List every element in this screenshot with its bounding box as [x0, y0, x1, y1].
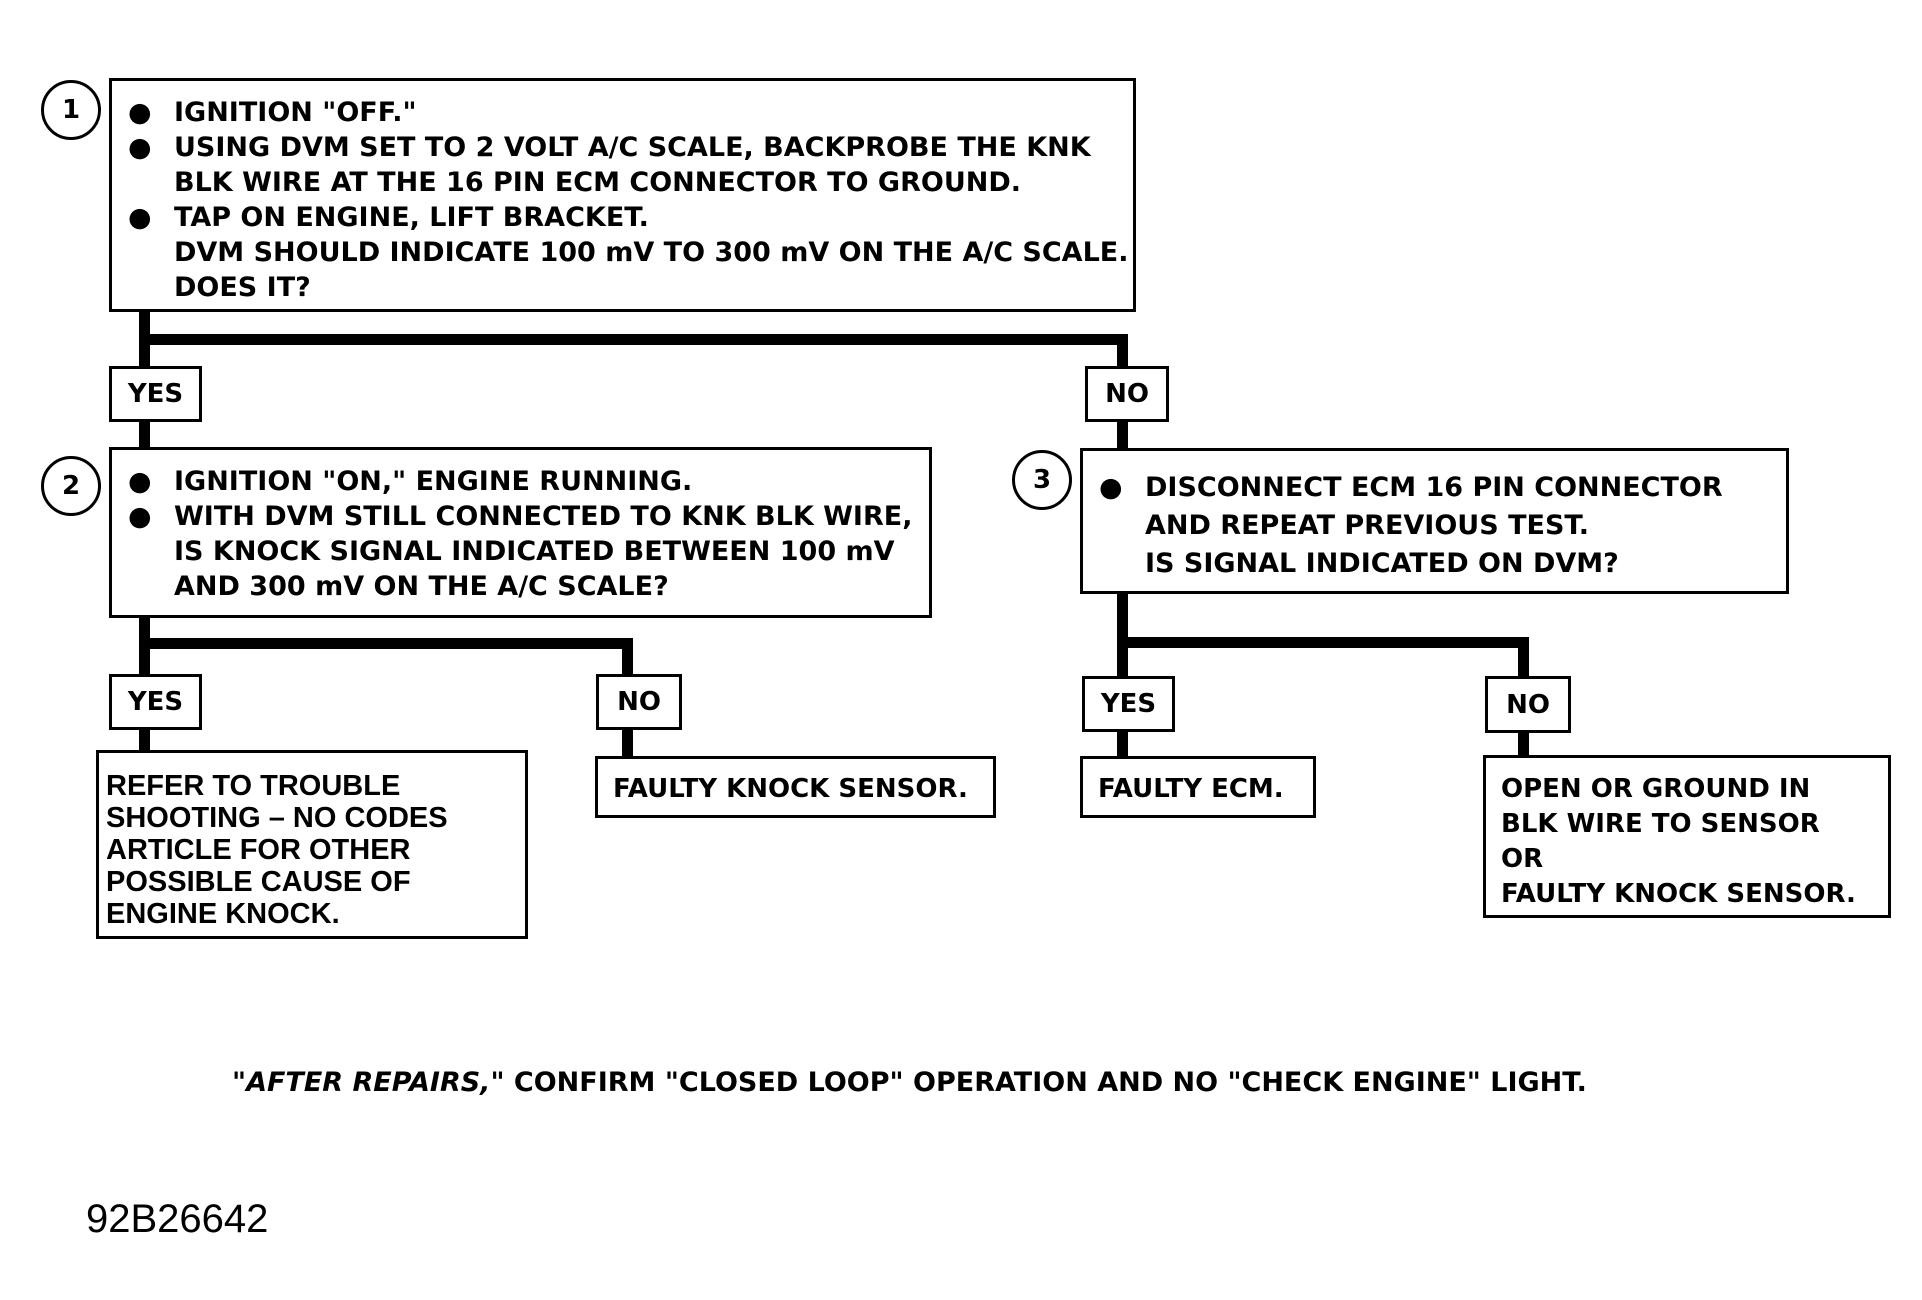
step-2-box: ●IGNITION "ON," ENGINE RUNNING. ●WITH DV…: [109, 447, 932, 618]
after-repairs-label: "AFTER REPAIRS,": [232, 1067, 505, 1098]
step-number-3: 3: [1012, 450, 1072, 510]
step-1-bullet-item: ●USING DVM SET TO 2 VOLT A/C SCALE, BACK…: [128, 132, 1091, 198]
no-label: NO: [1085, 366, 1169, 422]
connector-yes2-to-outcome: [139, 728, 150, 753]
connector-step3-horizontal: [1117, 637, 1529, 648]
step-1-bullet-list: ●IGNITION "OFF." ●USING DVM SET TO 2 VOL…: [112, 95, 1133, 235]
outcome-open-or-ground: OPEN OR GROUND IN BLK WIRE TO SENSOR OR …: [1483, 755, 1891, 918]
yes-label: YES: [109, 674, 202, 730]
step-number-label: 1: [61, 95, 81, 125]
step-3-box: ●DISCONNECT ECM 16 PIN CONNECTOR AND REP…: [1080, 448, 1789, 594]
after-repairs-note: "AFTER REPAIRS," CONFIRM "CLOSED LOOP" O…: [232, 1067, 1587, 1098]
figure-id: 92B26642: [86, 1197, 269, 1241]
outcome-faulty-sensor-line: FAULTY KNOCK SENSOR.: [1501, 879, 1856, 909]
outcome-faulty-ecm: FAULTY ECM.: [1080, 756, 1316, 818]
connector-yes3-to-outcome: [1117, 730, 1128, 758]
step-number-label: 2: [61, 471, 81, 501]
step-2-bullet-item: ●IGNITION "ON," ENGINE RUNNING.: [128, 466, 693, 497]
bullet-icon: ●: [128, 202, 152, 233]
step-3-question: IS SIGNAL INDICATED ON DVM?: [1145, 548, 1619, 579]
no-label: NO: [1485, 676, 1571, 733]
outcome-or-label: OR: [1501, 844, 1544, 874]
step-1-bullet-item: ●TAP ON ENGINE, LIFT BRACKET.: [128, 202, 649, 233]
bullet-icon: ●: [128, 132, 152, 163]
yes-label: YES: [109, 366, 202, 422]
bullet-icon: ●: [128, 466, 152, 497]
step-number-label: 3: [1032, 465, 1052, 495]
bullet-icon: ●: [1099, 472, 1123, 503]
after-repairs-text: CONFIRM "CLOSED LOOP" OPERATION AND NO "…: [504, 1067, 1587, 1098]
step-1-bullet-item: ●IGNITION "OFF.": [128, 97, 417, 128]
yes-label: YES: [1082, 676, 1175, 732]
connector-no1-to-step3: [1117, 420, 1128, 452]
step-1-box: ●IGNITION "OFF." ●USING DVM SET TO 2 VOL…: [109, 78, 1136, 312]
bullet-icon: ●: [128, 97, 152, 128]
connector-step2-horizontal: [139, 638, 633, 649]
outcome-faulty-knock-sensor: FAULTY KNOCK SENSOR.: [595, 756, 996, 818]
connector-step1-no-down: [1117, 334, 1128, 368]
connector-step2-no-down: [622, 638, 633, 676]
step-1-question: DVM SHOULD INDICATE 100 mV TO 300 mV ON …: [174, 237, 1129, 303]
connector-step1-horizontal: [139, 334, 1127, 345]
step-number-1: 1: [41, 80, 101, 140]
step-number-2: 2: [41, 456, 101, 516]
connector-no2-to-outcome: [622, 728, 633, 758]
bullet-icon: ●: [128, 501, 152, 532]
outcome-refer-troubleshooting: REFER TO TROUBLE SHOOTING – NO CODES ART…: [96, 750, 528, 939]
step-2-bullet-list: ●IGNITION "ON," ENGINE RUNNING. ●WITH DV…: [112, 464, 929, 604]
connector-no3-to-outcome: [1518, 731, 1529, 758]
step-2-bullet-item: ●WITH DVM STILL CONNECTED TO KNK BLK WIR…: [128, 501, 913, 602]
outcome-open-or-ground-line1: OPEN OR GROUND IN BLK WIRE TO SENSOR: [1501, 774, 1820, 839]
step-3-bullet-item: ●DISCONNECT ECM 16 PIN CONNECTOR AND REP…: [1083, 469, 1786, 545]
connector-step3-down: [1117, 592, 1128, 678]
connector-yes1-to-step2: [139, 420, 150, 450]
connector-step3-no-down: [1518, 637, 1529, 679]
step-3-bullet-list: ●DISCONNECT ECM 16 PIN CONNECTOR AND REP…: [1083, 469, 1786, 545]
no-label: NO: [596, 674, 682, 730]
